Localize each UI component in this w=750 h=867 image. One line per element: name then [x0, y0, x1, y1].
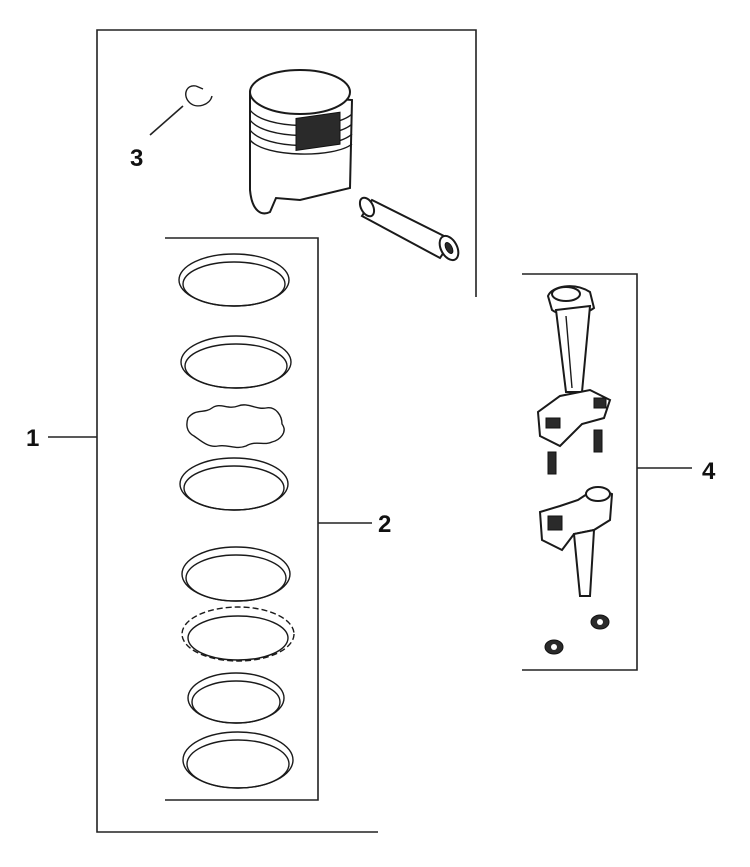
callout-2: 2 [378, 511, 391, 538]
connecting-rod-frame [522, 273, 638, 671]
piston-icon [249, 69, 354, 215]
retaining-clip-icon [185, 85, 213, 107]
piston-ring-icon [181, 606, 295, 662]
callout-4: 4 [702, 458, 716, 485]
leader-line-3 [149, 105, 184, 136]
piston-ring-icon [181, 546, 291, 602]
callout-3: 3 [130, 145, 143, 172]
piston-ring-icon [179, 457, 289, 511]
piston-ring-icon [187, 672, 285, 724]
ring-set-frame [165, 237, 319, 801]
wrist-pin-icon [358, 196, 460, 262]
connecting-rod-icon [536, 285, 614, 655]
piston-ring-icon [180, 335, 292, 389]
piston-assembly-frame [96, 29, 477, 833]
callout-1: 1 [26, 425, 39, 452]
piston-ring-icon [182, 731, 294, 789]
piston-ring-icon [178, 253, 290, 307]
piston-ring-icon [186, 404, 285, 449]
